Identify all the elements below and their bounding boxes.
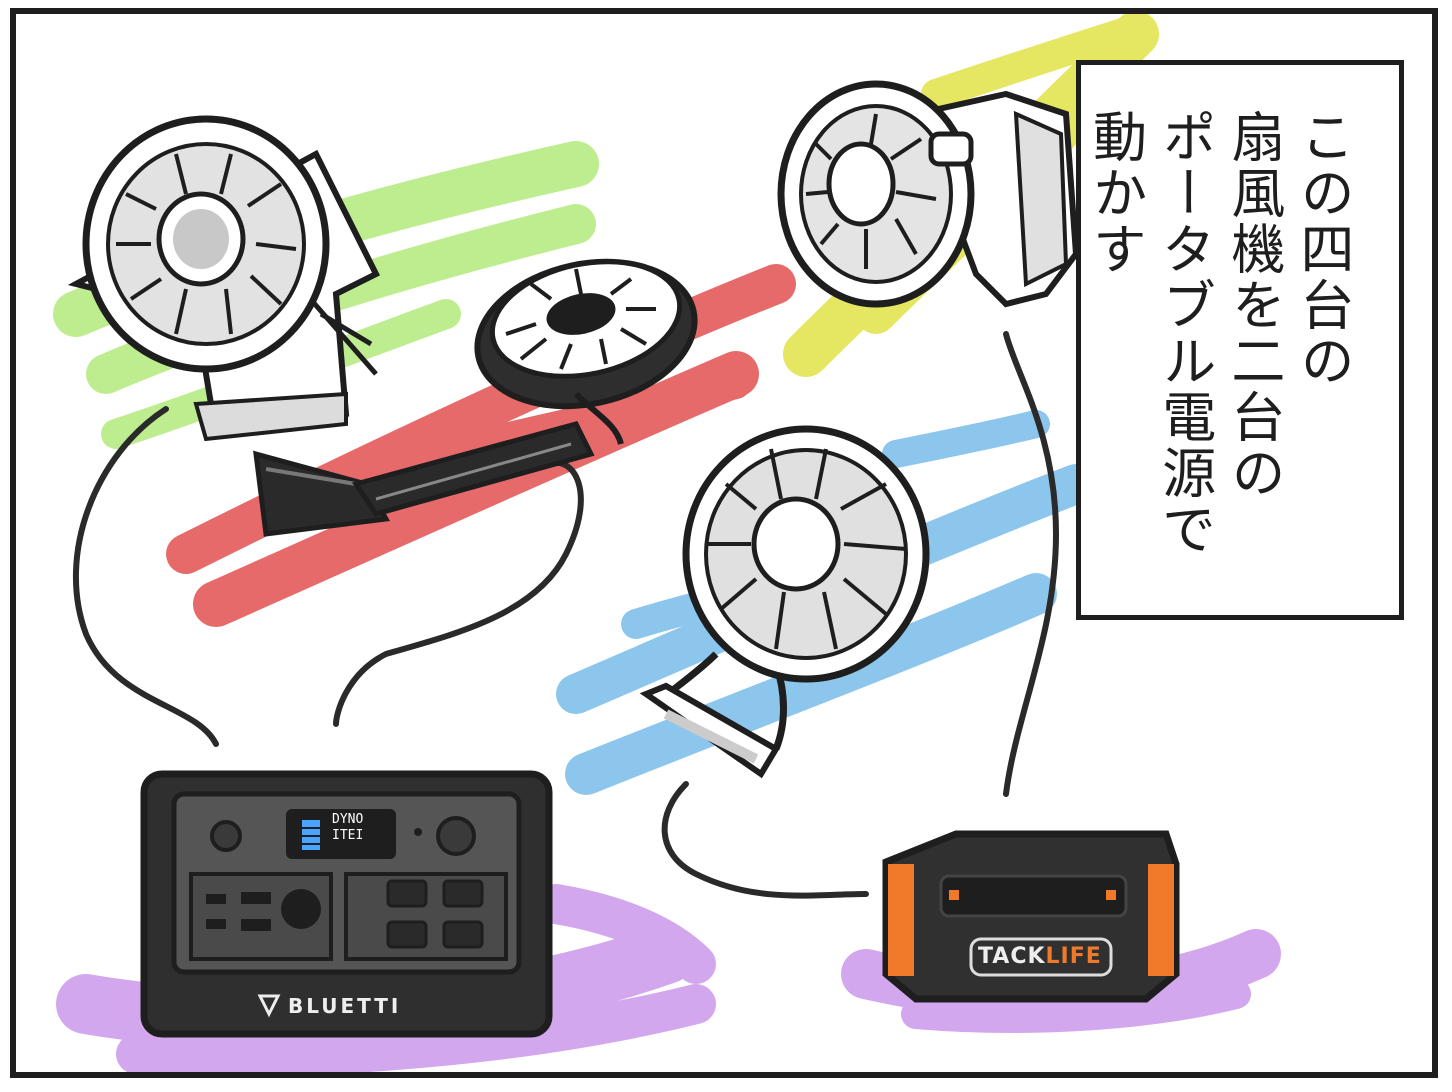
caption-text: この四台の 扇風機を二台の ポータブル電源で 動かす <box>1081 109 1357 589</box>
fan-ring-stand <box>639 425 930 779</box>
fan-top-right <box>777 80 1080 308</box>
caption-line-3: ポータブル電源で <box>1152 109 1216 557</box>
caption-box: この四台の 扇風機を二台の ポータブル電源で 動かす <box>1076 60 1404 620</box>
cables <box>72 331 1060 899</box>
fan-top-left <box>67 115 381 442</box>
fan-black-arm <box>253 258 698 537</box>
bluetti-display: DYNO ITEI <box>332 812 392 844</box>
caption-line-1: この四台の <box>1291 109 1354 389</box>
bluetti-logo: BLUETTI <box>288 994 402 1018</box>
tacklife-logo-accent: LIFE <box>1045 944 1102 969</box>
display-line-2: ITEI <box>332 828 364 843</box>
comic-panel: DYNO ITEI BLUETTI TACKLIFE この四台の 扇風機を二台の… <box>10 8 1438 1078</box>
power-station-tacklife <box>882 830 1180 1003</box>
tacklife-logo: TACKLIFE <box>978 944 1102 969</box>
display-line-1: DYNO <box>332 812 364 827</box>
tacklife-logo-main: TACK <box>978 944 1046 969</box>
caption-line-2: 扇風機を二台の <box>1221 109 1285 501</box>
power-station-bluetti <box>140 770 553 1038</box>
illustration <box>53 14 1281 1072</box>
caption-line-4: 動かす <box>1083 109 1147 277</box>
